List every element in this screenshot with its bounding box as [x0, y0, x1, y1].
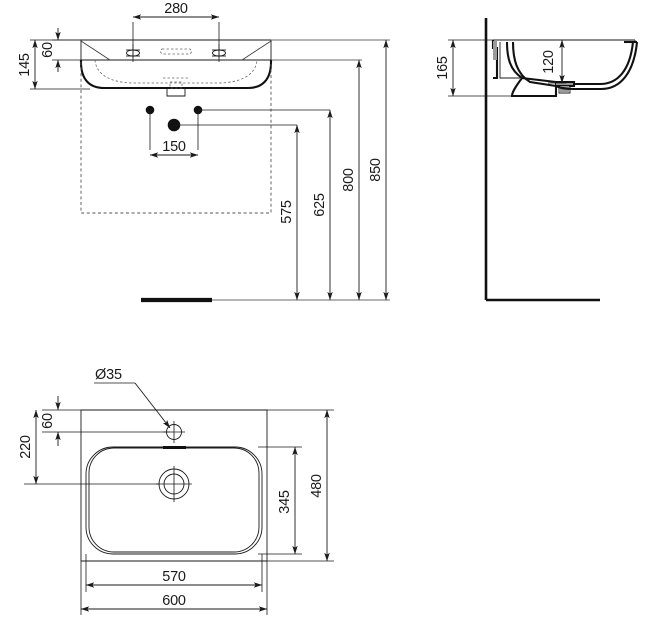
dimension-60-front: 60 — [40, 28, 90, 72]
dimension-165-label: 165 — [435, 56, 451, 80]
dimension-575: 575 — [279, 124, 300, 301]
front-tap-hole-right — [212, 44, 226, 62]
dimension-120: 120 — [541, 39, 566, 84]
cabinet-hidden-outline — [80, 62, 272, 214]
dimension-800: 800 — [271, 59, 362, 301]
dimension-220: 220 — [18, 409, 160, 485]
front-tap-hole-left — [126, 44, 140, 62]
connection-points — [145, 105, 330, 150]
dimension-625: 625 — [312, 109, 333, 301]
dimension-570: 570 — [85, 554, 263, 592]
dimension-280: 280 — [132, 1, 220, 58]
dimension-165: 165 — [435, 39, 514, 97]
height-dimension-chain: 575 625 800 850 — [271, 39, 390, 301]
side-wall-and-floor — [484, 18, 600, 302]
dimension-220-label: 220 — [18, 435, 34, 459]
tap-hole-diameter-callout: Ø35 — [94, 367, 171, 429]
dimension-480-label: 480 — [309, 474, 325, 498]
dimension-150-label: 150 — [162, 139, 186, 155]
dimension-145-label: 145 — [17, 53, 33, 77]
dimension-850: 850 — [271, 39, 390, 301]
plan-top-view: Ø35 60 220 345 — [18, 367, 334, 615]
dimension-280-label: 280 — [164, 1, 188, 17]
dimension-345-label: 345 — [277, 490, 293, 514]
dimension-345: 345 — [258, 446, 302, 555]
side-basin-profile — [491, 39, 639, 98]
dimension-600: 600 — [80, 561, 268, 615]
dimension-60-front-label: 60 — [40, 42, 56, 58]
dimension-480: 480 — [267, 409, 334, 562]
dimension-600-label: 600 — [162, 593, 186, 609]
dimension-120-label: 120 — [541, 50, 557, 74]
dimension-35-label: Ø35 — [95, 367, 122, 383]
dimension-575-label: 575 — [279, 200, 295, 224]
plan-overflow-slot — [163, 446, 186, 449]
side-section-view: 165 120 — [435, 18, 639, 302]
front-elevation-view: 280 — [17, 1, 390, 303]
dimension-850-label: 850 — [368, 158, 384, 182]
dimension-570-label: 570 — [162, 569, 186, 585]
dimension-625-label: 625 — [312, 193, 328, 217]
dimension-150: 150 — [149, 139, 199, 158]
dimension-60-plan: 60 — [40, 396, 170, 446]
dimension-800-label: 800 — [341, 168, 357, 192]
basin-front-body — [79, 39, 273, 97]
dimension-60-plan-label: 60 — [40, 413, 56, 429]
plan-waste-hole — [156, 466, 192, 502]
